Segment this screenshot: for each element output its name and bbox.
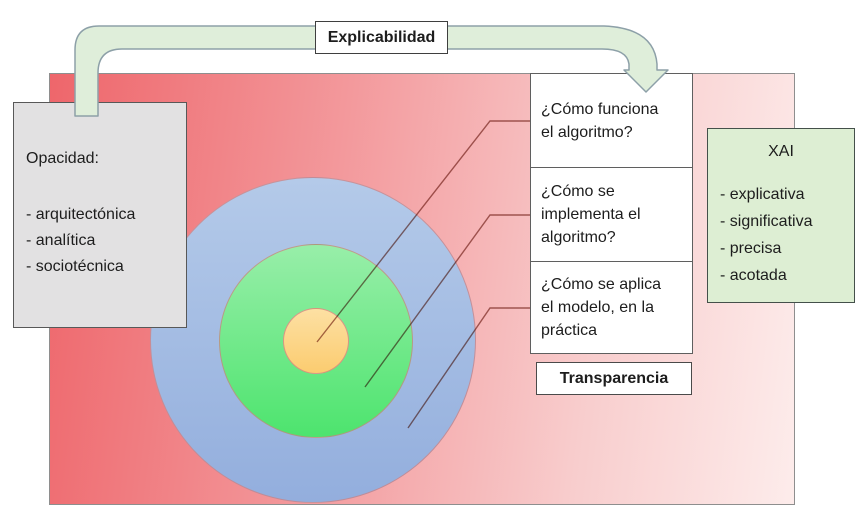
connector-line-middle-circle [364,214,530,388]
question-box-how-model-applied: ¿Cómo se aplica el modelo, en la práctic… [530,261,693,354]
question-text: ¿Cómo funciona el algoritmo? [541,100,659,141]
xai-box-item: - explicativa [720,185,805,203]
xai-box-title: XAI [768,142,794,160]
xai-box-item: - acotada [720,266,787,284]
opacity-box-item: - arquitectónica [26,206,136,223]
xai-box: XAI - explicativa - significativa - prec… [707,128,855,303]
question-text: ¿Cómo se aplica el modelo, en la práctic… [541,276,662,339]
opacity-box-item: - sociotécnica [26,258,124,275]
transparency-label: Transparencia [536,362,692,395]
xai-box-item: - precisa [720,239,782,257]
xai-box-item: - significativa [720,212,813,230]
connector-line-inner-circle [316,120,530,343]
question-text: ¿Cómo se implementa el algoritmo? [541,183,641,246]
inner-circle-architectural [283,308,349,374]
question-box-how-algorithm-works: ¿Cómo funciona el algoritmo? [530,73,693,168]
curved-arrow-shape [74,25,669,117]
opacity-box-item: - analítica [26,232,96,249]
question-box-how-algorithm-implemented: ¿Cómo se implementa el algoritmo? [530,167,693,262]
opacity-box-title: Opacidad: [26,150,99,167]
opacity-box: Opacidad: - arquitectónica - analítica -… [13,102,187,328]
connector-line-outer-circle [407,307,530,429]
explicability-label: Explicabilidad [315,21,448,54]
